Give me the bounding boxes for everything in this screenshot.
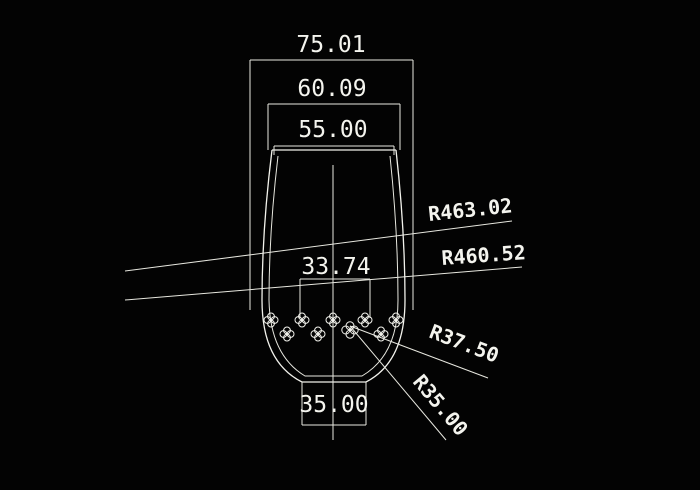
- radius-leader-r460: [124, 266, 523, 301]
- dimension-width-bottom: 35.00: [299, 392, 368, 418]
- radius-leader-r463: [124, 220, 513, 272]
- flower-mark: [279, 326, 295, 342]
- dimension-width-mid: 60.09: [297, 76, 366, 102]
- flower-mark: [341, 321, 359, 339]
- flower-mark: [388, 312, 404, 328]
- flower-mark: [263, 312, 279, 328]
- flower-mark: [294, 312, 310, 328]
- radius-label-r37: R37.50: [426, 319, 502, 367]
- flower-mark: [373, 326, 389, 342]
- flower-mark: [357, 312, 373, 328]
- radius-label-r35: R35.00: [408, 370, 473, 441]
- dimension-width-center: 33.74: [301, 254, 370, 280]
- radius-leader-r35: [349, 325, 447, 441]
- radius-label-r460: R460.52: [441, 240, 527, 270]
- radius-leader-r37: [349, 325, 489, 379]
- dimension-width-inner: 55.00: [298, 117, 367, 143]
- flower-mark: [310, 326, 326, 342]
- dimension-width-top: 75.01: [296, 32, 365, 58]
- flower-pattern: [263, 312, 404, 342]
- outer-profile: [261, 149, 406, 383]
- flower-mark: [325, 312, 341, 328]
- radius-label-r463: R463.02: [427, 193, 513, 226]
